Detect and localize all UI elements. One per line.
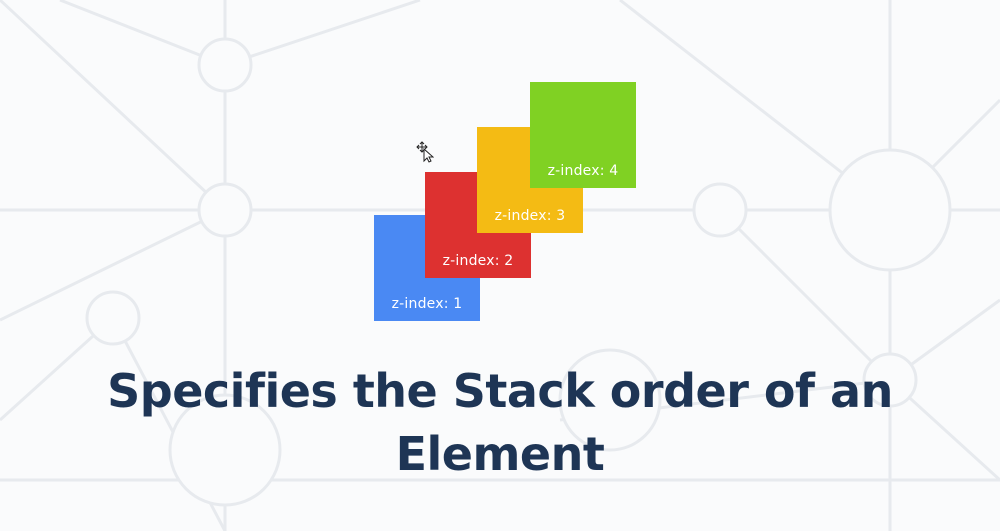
slide-heading: Specifies the Stack order of an Element xyxy=(107,364,893,481)
z-index-1-label: z-index: 1 xyxy=(391,296,463,312)
z-index-4-square: z-index: 4 xyxy=(530,82,636,188)
z-index-3-label: z-index: 3 xyxy=(494,208,566,224)
move-cursor-icon xyxy=(416,141,434,163)
z-index-4-label: z-index: 4 xyxy=(547,163,619,179)
z-index-2-label: z-index: 2 xyxy=(442,253,514,269)
